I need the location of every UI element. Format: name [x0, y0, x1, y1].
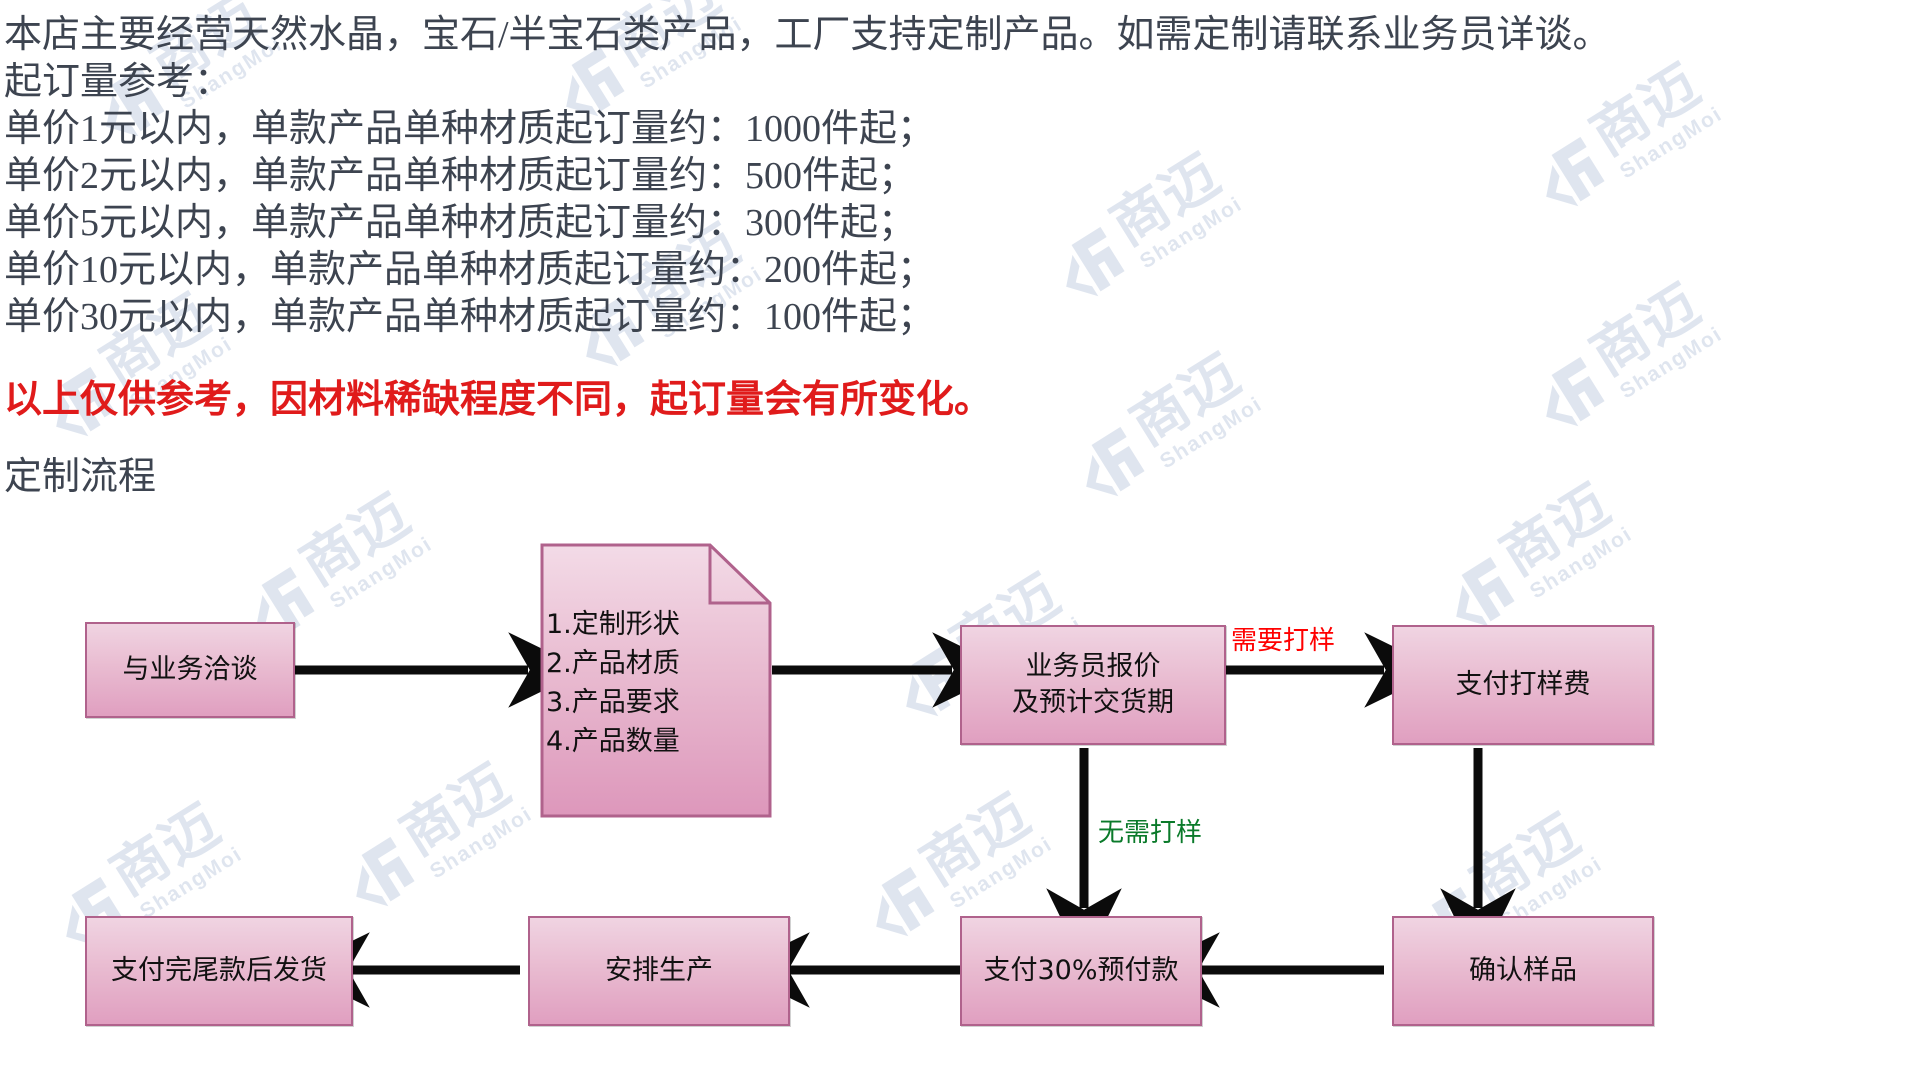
intro-line: 单价10元以内，单款产品单种材质起订量约：200件起； — [4, 249, 936, 291]
intro-line: 单价2元以内，单款产品单种材质起订量约：500件起； — [4, 155, 917, 197]
intro-line: 本店主要经营天然水晶，宝石/半宝石类产品，工厂支持定制产品。如需定制请联系业务员… — [4, 14, 1611, 56]
flow-node-production[interactable]: 安排生产 — [528, 916, 790, 1026]
intro-line: 单价30元以内，单款产品单种材质起订量约：100件起； — [4, 296, 936, 338]
intro-line: 单价5元以内，单款产品单种材质起订量约：300件起； — [4, 202, 917, 244]
flow-node-label: 支付打样费 — [1455, 669, 1591, 700]
moq-warning-text: 以上仅供参考，因材料稀缺程度不同，起订量会有所变化。 — [4, 379, 993, 421]
edge-label-need-sample: 需要打样 — [1231, 626, 1336, 656]
flow-node-label: 支付30%预付款 — [983, 955, 1179, 986]
section-title-process: 定制流程 — [4, 456, 157, 498]
requirement-item: 4.产品数量 — [546, 726, 680, 757]
flow-node-requirements[interactable]: 1.定制形状 2.产品材质 3.产品要求 4.产品数量 — [540, 543, 772, 818]
flow-node-label: 安排生产 — [605, 955, 713, 986]
flow-node-pay-deposit[interactable]: 支付30%预付款 — [960, 916, 1202, 1026]
flow-node-pay-sample[interactable]: 支付打样费 — [1392, 625, 1654, 745]
flow-node-confirm-sample[interactable]: 确认样品 — [1392, 916, 1654, 1026]
flow-node-quote[interactable]: 业务员报价 及预计交货期 — [960, 625, 1226, 745]
flow-node-label: 业务员报价 及预计交货期 — [1012, 651, 1174, 718]
document-shape-icon — [540, 543, 772, 818]
requirement-item: 3.产品要求 — [546, 687, 680, 718]
requirements-list: 1.定制形状 2.产品材质 3.产品要求 4.产品数量 — [540, 543, 680, 761]
flow-node-label: 确认样品 — [1469, 955, 1577, 986]
requirement-item: 2.产品材质 — [546, 648, 680, 679]
flow-node-label: 支付完尾款后发货 — [111, 955, 327, 986]
requirement-item: 1.定制形状 — [546, 609, 680, 640]
flow-node-label: 与业务洽谈 — [122, 654, 258, 685]
edge-label-no-need-sample: 无需打样 — [1098, 818, 1203, 848]
flow-node-ship[interactable]: 支付完尾款后发货 — [85, 916, 353, 1026]
intro-text-block: 本店主要经营天然水晶，宝石/半宝石类产品，工厂支持定制产品。如需定制请联系业务员… — [0, 0, 1611, 501]
flow-node-negotiate[interactable]: 与业务洽谈 — [85, 622, 295, 718]
